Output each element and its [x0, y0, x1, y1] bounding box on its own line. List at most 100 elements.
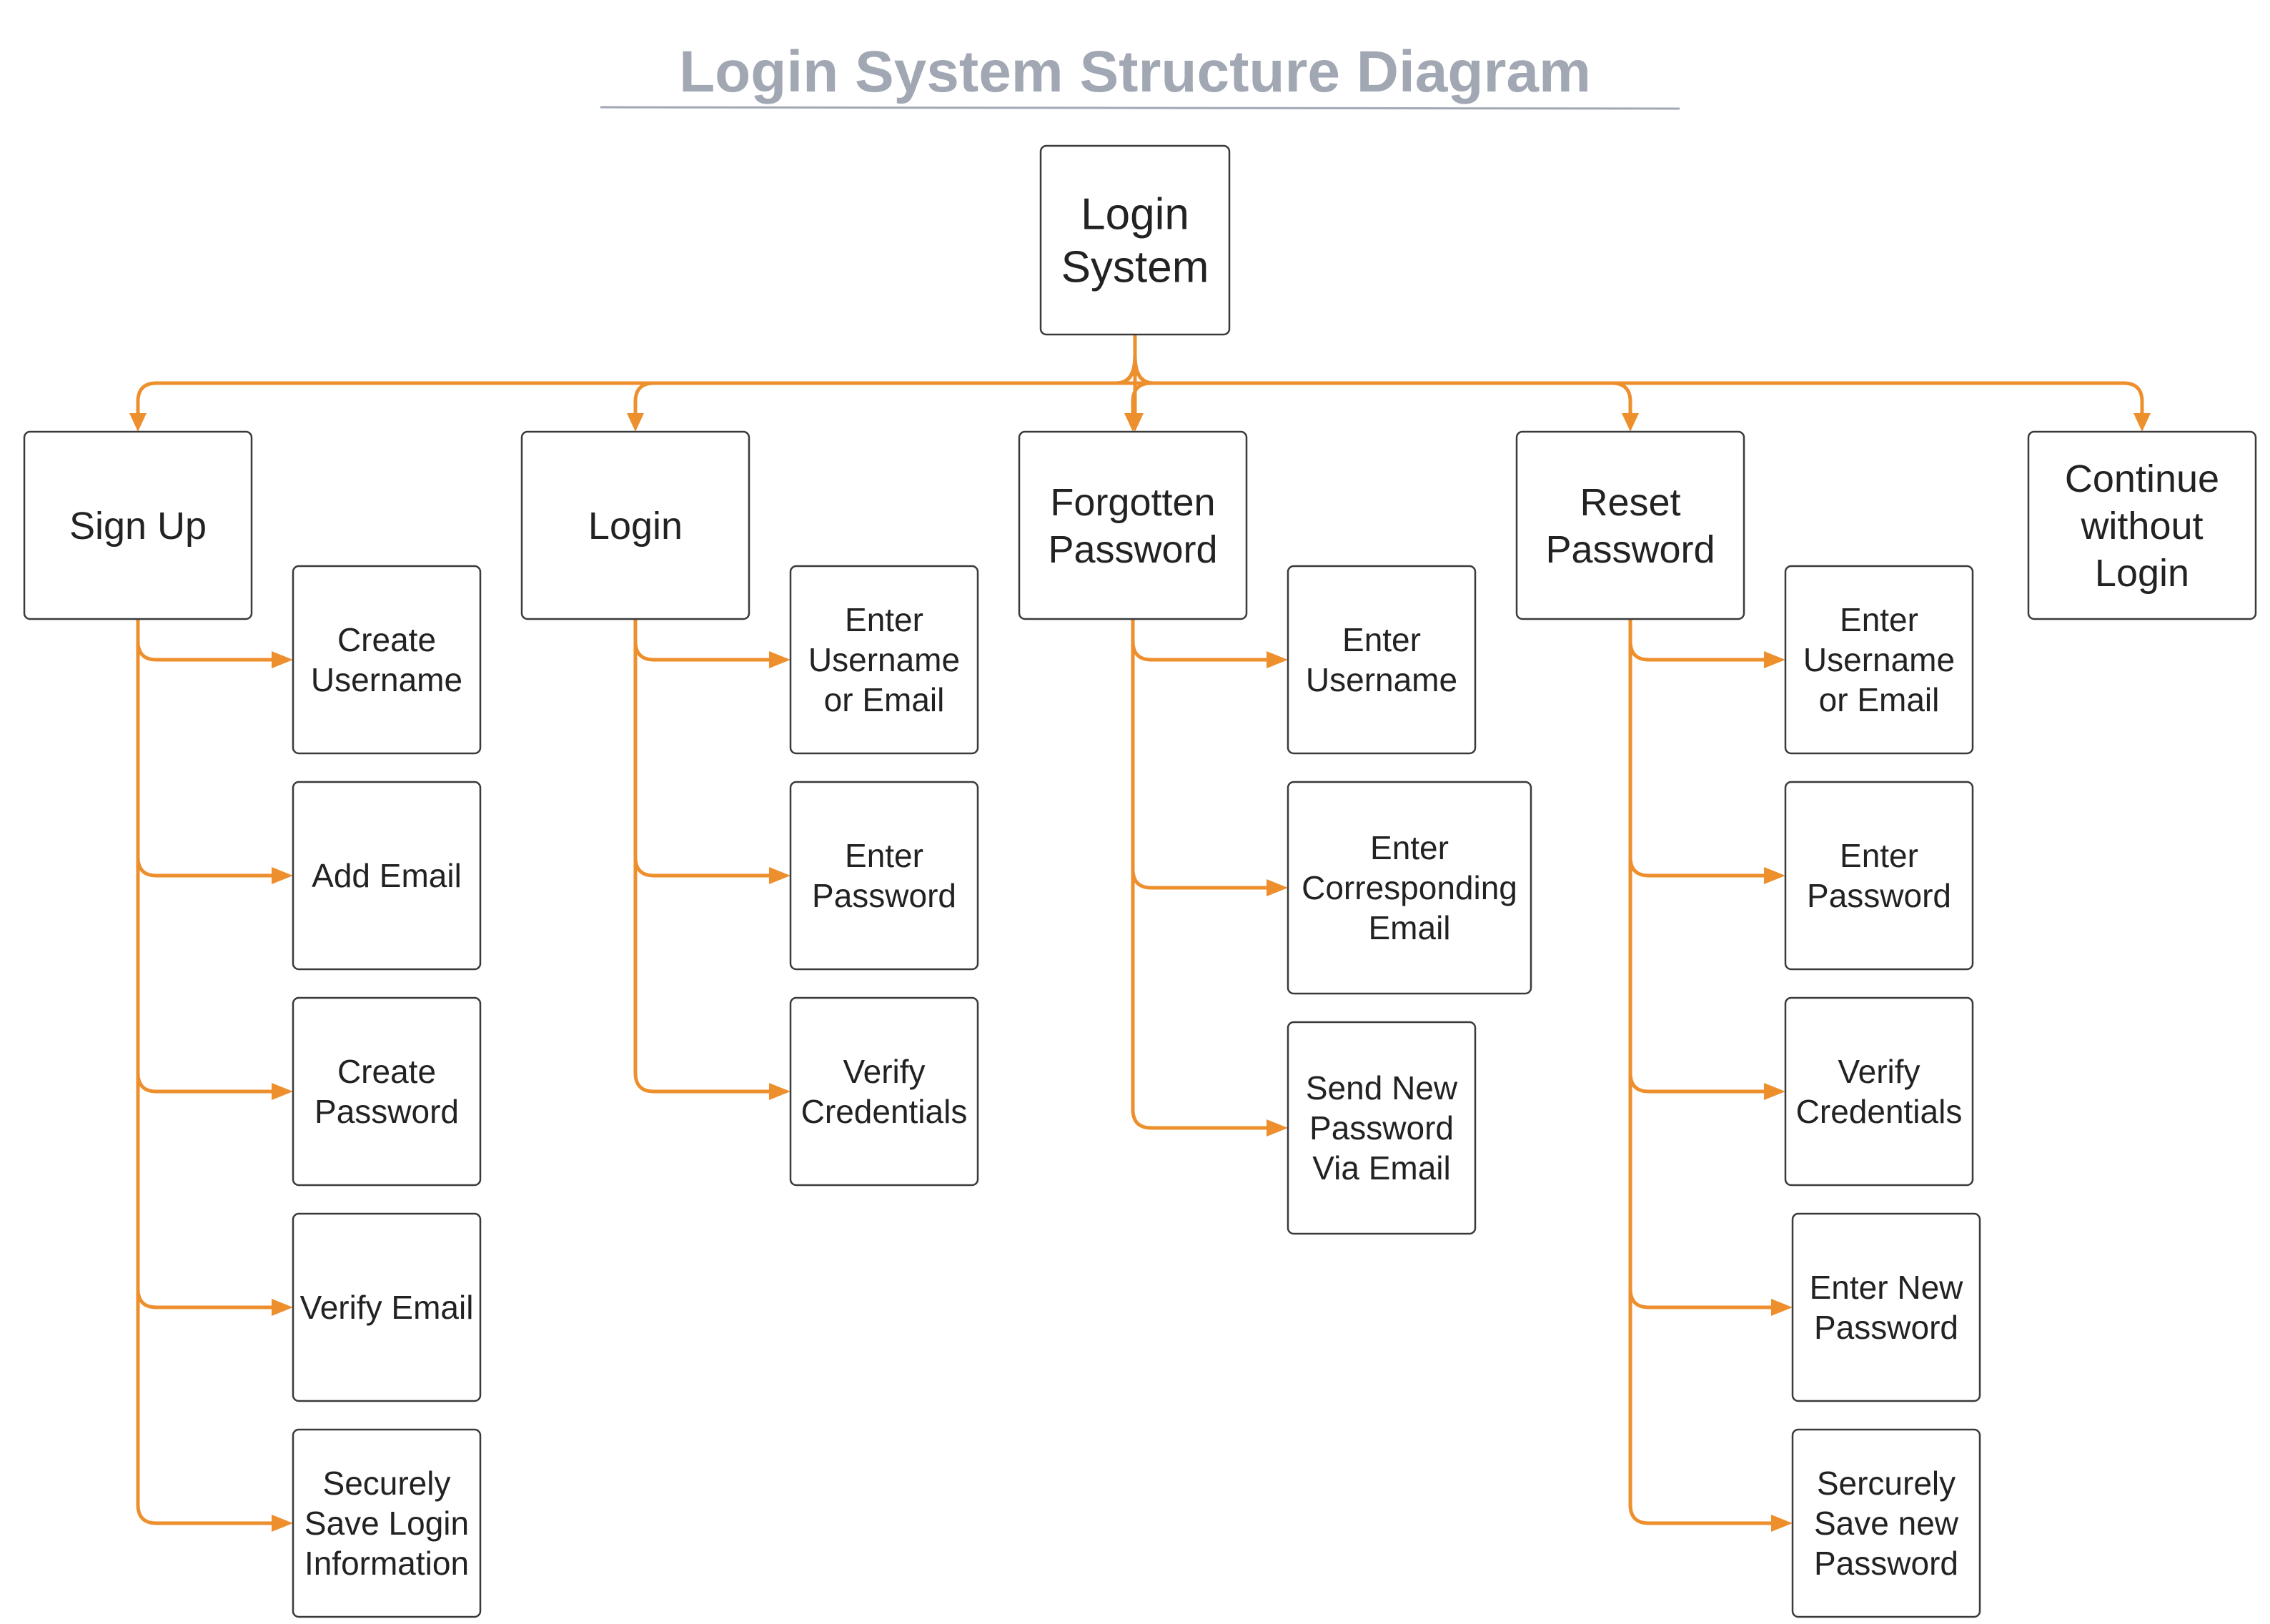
sign-up-child-arrow: [272, 651, 293, 668]
forgotten-password-child-arrow: [1267, 879, 1288, 896]
reset-password-child-arrow: [1764, 1083, 1785, 1100]
login-child-node-label-line: Enter: [845, 601, 923, 638]
branch-node-reset-password-label-line: Password: [1545, 528, 1715, 571]
login-child-node-box: [789, 781, 979, 971]
arrow-to-login: [627, 413, 644, 432]
forgotten-password-child-node-label-line: Password: [1309, 1109, 1454, 1147]
forgotten-password-child-node-label-line: Corresponding: [1302, 869, 1517, 906]
login-child-node-label-line: or Email: [824, 681, 945, 718]
login-child-node-label-line: Username: [808, 641, 960, 678]
reset-password-child-node-box: [1784, 781, 1974, 971]
sign-up-child-connector: [136, 1287, 275, 1309]
sign-up-child-arrow: [272, 867, 293, 884]
reset-password-child-node-label-line: Enter: [1840, 601, 1918, 638]
forgotten-password-child-connector: [1131, 639, 1270, 662]
forgotten-password-child-node-label-line: Send New: [1306, 1069, 1458, 1106]
diagram-title: Login System Structure Diagram: [679, 39, 1591, 104]
sign-up-child-node: Verify Email: [292, 1212, 482, 1402]
sign-up-child-node-label-line: Verify Email: [300, 1289, 474, 1326]
reset-password-child-connector: [1628, 855, 1768, 878]
arrow-to-continue-without-login: [2133, 413, 2151, 432]
login-child-connector: [633, 639, 773, 662]
login-child-node-label-line: Password: [812, 877, 956, 914]
forgotten-password-child-node-label-line: Username: [1306, 661, 1457, 698]
forgotten-password-child-node-label-line: Enter: [1342, 621, 1421, 658]
branch-node-login: Login: [520, 430, 750, 620]
branch-node-sign-up-box: [23, 430, 253, 620]
sign-up-child-connector: [136, 855, 275, 878]
reset-password-child-arrow: [1771, 1299, 1793, 1316]
reset-password-child-node-box: [1791, 1212, 1981, 1402]
sign-up-child-node-label-line: Create: [337, 1053, 436, 1090]
root-node-login-system-label-line: System: [1061, 243, 1209, 292]
reset-password-child-arrow: [1764, 651, 1785, 668]
branch-node-login-box: [520, 430, 750, 620]
sign-up-child-node-label-line: Securely: [323, 1465, 451, 1502]
branch-node-continue-without-login-label-line: Continue: [2065, 457, 2219, 500]
login-child-arrow: [769, 1083, 790, 1100]
sign-up-child-node-box: [292, 565, 482, 755]
reset-password-child-node-box: [1791, 1428, 1981, 1618]
connector-root-to-reset-password: [1133, 354, 1632, 417]
sign-up-child-arrow: [272, 1299, 293, 1316]
forgotten-password-child-arrow: [1267, 651, 1288, 668]
reset-password-child-node-label-line: Enter: [1840, 837, 1918, 874]
forgotten-password-child-node-label-line: Email: [1368, 909, 1450, 946]
sign-up-child-connector: [136, 639, 275, 662]
reset-password-child-node-label-line: Password: [1814, 1545, 1958, 1582]
reset-password-child-arrow: [1771, 1515, 1793, 1532]
reset-password-child-node-label-line: Verify: [1838, 1053, 1920, 1090]
sign-up-child-node-label-line: Password: [314, 1093, 459, 1130]
arrow-to-sign-up: [129, 413, 147, 432]
login-child-node-box: [789, 565, 979, 755]
forgotten-password-child-node-label-line: Enter: [1370, 829, 1449, 866]
sign-up-child-node-box: [292, 1428, 482, 1618]
login-child-node-box: [789, 996, 979, 1187]
sign-up-child-node: Add Email: [292, 781, 482, 971]
sign-up-child-node-label-line: Add Email: [312, 857, 462, 894]
sign-up-child-connector: [136, 1071, 275, 1094]
branch-node-continue-without-login-label-line: without: [2080, 505, 2203, 548]
reset-password-child-node-label-line: or Email: [1819, 681, 1940, 718]
reset-password-child-node-label-line: Username: [1803, 641, 1955, 678]
reset-password-child-node-box: [1784, 996, 1974, 1187]
title-underline: [600, 106, 1680, 110]
forgotten-password-child-node-label-line: Via Email: [1312, 1149, 1450, 1187]
branch-node-reset-password-box: [1515, 430, 1745, 620]
login-child-connector: [633, 1071, 773, 1094]
sign-up-child-node-label-line: Save Login: [304, 1505, 469, 1542]
login-child-node-label-line: Credentials: [801, 1093, 968, 1130]
branch-node-forgotten-password-label-line: Password: [1048, 528, 1217, 571]
reset-password-child-node-label-line: Password: [1814, 1309, 1958, 1346]
branch-node-sign-up-label-line: Sign Up: [69, 505, 207, 548]
forgotten-password-child-connector: [1131, 867, 1270, 890]
reset-password-child-connector: [1628, 1287, 1775, 1309]
root-node-login-system-label-line: Login: [1081, 190, 1189, 239]
branch-node-login-label-line: Login: [588, 505, 683, 548]
reset-password-child-connector: [1628, 1071, 1768, 1094]
sign-up-child-arrow: [272, 1515, 293, 1532]
reset-password-child-node-box: [1784, 565, 1974, 755]
login-child-arrow: [769, 867, 790, 884]
reset-password-child-node-label-line: Password: [1807, 877, 1951, 914]
reset-password-child-node-label-line: Credentials: [1796, 1093, 1963, 1130]
sign-up-child-node-label-line: Username: [311, 661, 462, 698]
sign-up-child-node-box: [292, 781, 482, 971]
